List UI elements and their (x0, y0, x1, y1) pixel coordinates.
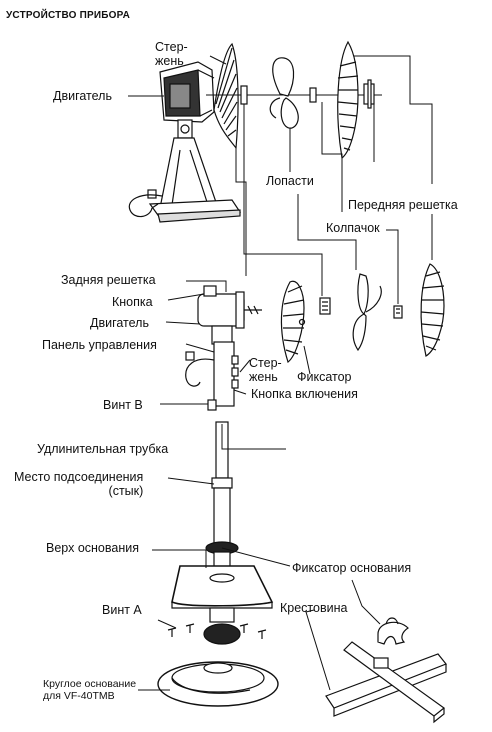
label-mesto-podsoedineniya: Место подсоединения (стык) (14, 470, 143, 498)
label-mesto-line2: (стык) (108, 484, 144, 498)
label-krestovina: Крестовина (280, 601, 348, 615)
cross-base (325, 641, 447, 724)
motor-head-top (128, 61, 242, 223)
label-knopka-vklyucheniya: Кнопка включения (251, 387, 358, 401)
label-sterzhen-mid-line2: жень (249, 370, 278, 384)
label-knopka: Кнопка (112, 295, 153, 309)
label-mesto-line1: Место подсоединения (14, 470, 144, 484)
screws-a (167, 623, 267, 639)
label-verh-osnovaniya: Верх основания (46, 541, 139, 555)
round-base (157, 661, 279, 707)
label-sterzhen-mid: Стер- жень (249, 356, 282, 384)
label-dvigatel-mid: Двигатель (90, 316, 149, 330)
lock-nut-mid (319, 297, 331, 315)
front-grille-mid (420, 263, 445, 357)
base-top (171, 565, 274, 645)
cap-mid (393, 305, 403, 319)
label-perednyaya-reshetka: Передняя решетка (348, 198, 458, 212)
leaders-bottom (138, 424, 381, 691)
label-sterzhen-mid-line1: Стер- (249, 356, 282, 370)
leaders-mid (160, 280, 311, 405)
label-dvigatel-top: Двигатель (53, 89, 112, 103)
leaders-top (128, 55, 433, 304)
motor-mid (185, 285, 262, 411)
label-kolpachok: Колпачок (326, 221, 380, 235)
label-sterzhen-top-line2: жень (155, 54, 184, 68)
label-fiksator: Фиксатор (297, 370, 352, 384)
label-vint-a: Винт А (102, 603, 142, 617)
label-sterzhen-top: Стер- жень (155, 40, 188, 68)
label-krugloe-line2: для VF-40TMB (43, 690, 115, 702)
rear-grille-mid (280, 280, 306, 363)
label-sterzhen-top-line1: Стер- (155, 40, 188, 54)
front-grille-top (337, 40, 359, 160)
blades-mid (352, 273, 382, 352)
label-krugloe-line1: Круглое основание (43, 678, 137, 690)
label-udlinitelnaya-trubka: Удлинительная трубка (37, 442, 169, 456)
blades-top (269, 57, 299, 129)
label-zadnyaya-reshetka: Задняя решетка (61, 273, 156, 287)
shaft-parts-top (240, 79, 375, 109)
label-fiksator-osnovaniya: Фиксатор основания (292, 561, 412, 575)
label-panel-upravleniya: Панель управления (42, 338, 157, 352)
label-lopasti: Лопасти (266, 174, 314, 188)
diagram-title: УСТРОЙСТВО ПРИБОРА (6, 10, 131, 21)
base-lock (377, 617, 409, 645)
label-vint-b: Винт В (103, 398, 143, 412)
label-krugloe-osnovanie: Круглое основание для VF-40TMB (43, 678, 136, 702)
